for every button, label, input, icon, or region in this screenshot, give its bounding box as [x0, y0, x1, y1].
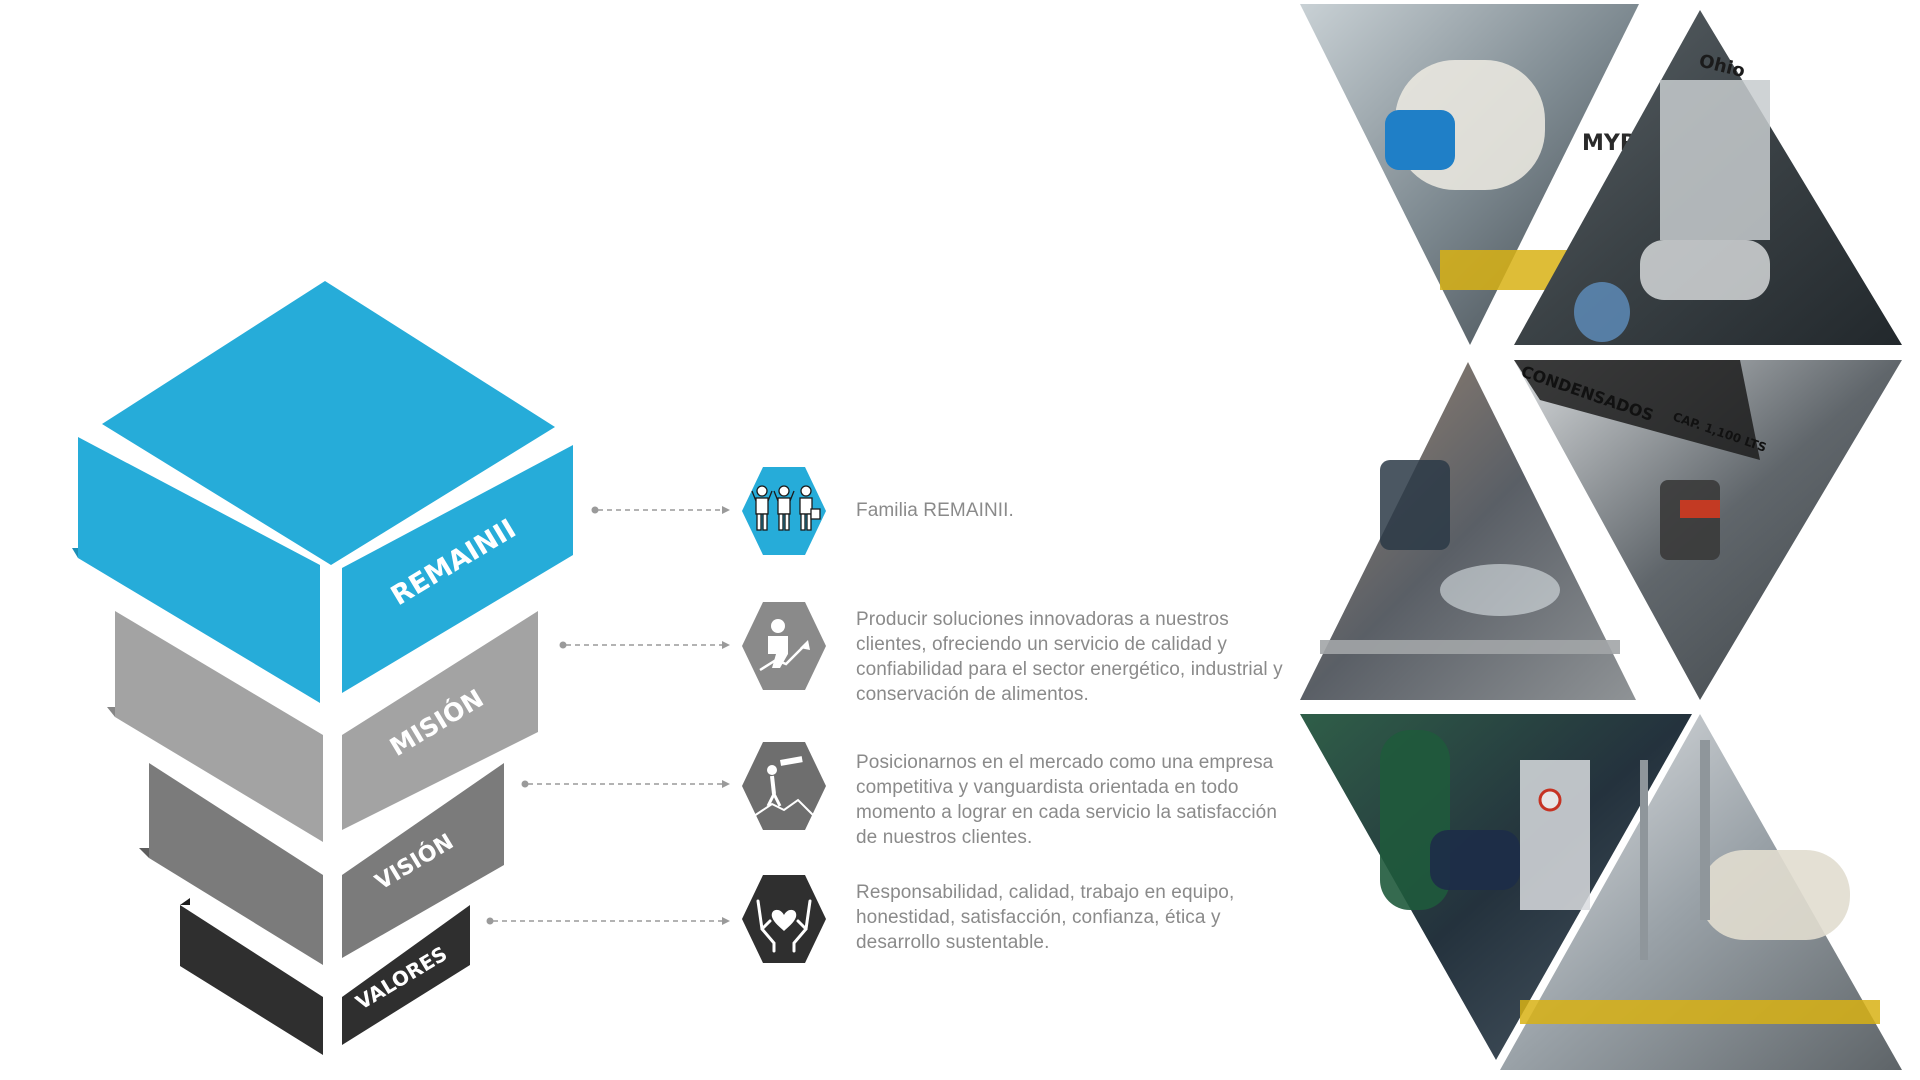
description-mision: Producir soluciones innovadoras a nuestr…: [856, 609, 1283, 705]
growth-person-icon: [742, 602, 826, 690]
level-valores: [180, 898, 470, 1055]
photo-collage: MYR Ohio CONDENSADOS CAP. 1,100 LTS: [1300, 4, 1902, 1070]
connector-mision: [559, 641, 730, 649]
photo-control-panel: Ohio: [1514, 10, 1902, 345]
description-remainii: Familia REMAINII.: [856, 500, 1014, 521]
level-mision: [107, 611, 538, 842]
vision-telescope-icon: [742, 742, 826, 830]
photo-industrial-boiler: [1500, 714, 1902, 1070]
connector-remainii: [591, 506, 730, 514]
description-valores: Responsabilidad, calidad, trabajo en equ…: [856, 882, 1235, 953]
connectors: [486, 506, 730, 925]
description-vision: Posicionarnos en el mercado como una emp…: [856, 752, 1277, 848]
photo-technician-steam: [1300, 362, 1636, 700]
connector-vision: [521, 780, 730, 788]
photo-operator-panel: [1300, 714, 1692, 1060]
team-workers-icon: [742, 467, 826, 555]
level-vision: [139, 763, 504, 965]
connector-valores: [486, 917, 730, 925]
hands-heart-icon: [742, 875, 826, 963]
layered-pyramid: REMAINII MISIÓN VISIÓN VALORES: [72, 281, 573, 1055]
level-remainii: [72, 281, 573, 703]
